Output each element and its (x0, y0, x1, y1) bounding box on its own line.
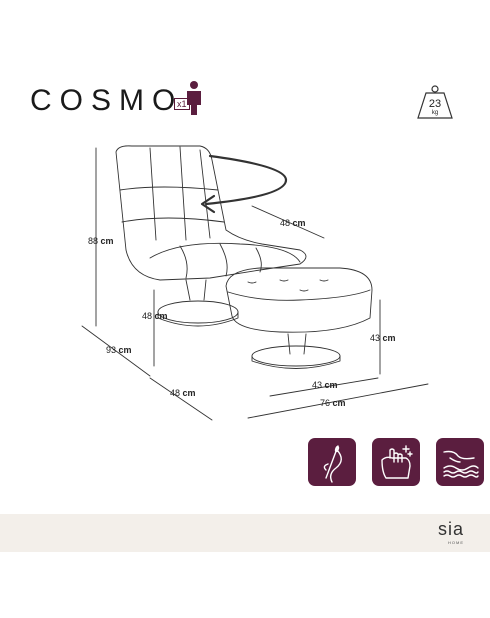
quantity-label: x1 (174, 98, 190, 110)
product-title: COSMO (30, 84, 184, 117)
cleaning-cloth-icon (381, 445, 413, 479)
dim-total-width: 76 cm (320, 398, 346, 408)
dim-seat-width: 48 cm (280, 218, 306, 228)
dim-chair-base-width: 48 cm (170, 388, 196, 398)
feature-tile-cleaning (372, 438, 420, 486)
soft-comfort-icon (443, 450, 479, 478)
feature-tile-sewing (308, 438, 356, 486)
dim-ottoman-width: 43 cm (312, 380, 338, 390)
weight-value: 23 (428, 98, 442, 110)
dim-seat-height: 48 cm (142, 311, 168, 321)
footer-bar (0, 514, 490, 552)
brand-sub: HOME (448, 540, 464, 545)
dim-chair-depth: 93 cm (106, 345, 132, 355)
needle-thread-icon (323, 445, 342, 483)
person-box-icon (187, 81, 201, 115)
chair-ottoman-drawing (81, 145, 429, 421)
feature-tile-comfort (436, 438, 484, 486)
weight-icon (417, 85, 453, 119)
weight-unit: kg (431, 110, 439, 116)
brand-logo: sia (437, 519, 464, 539)
dim-ottoman-height: 43 cm (370, 333, 396, 343)
dim-chair-height: 88 cm (88, 236, 114, 246)
